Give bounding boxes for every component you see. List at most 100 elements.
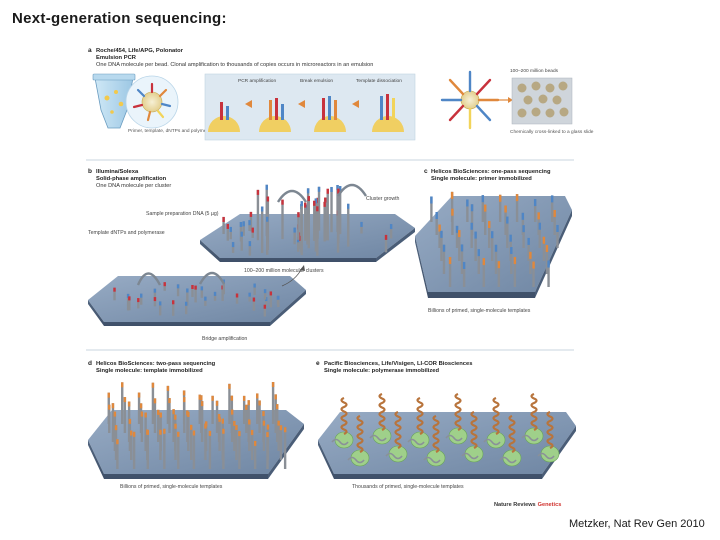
template-strand-tip (172, 409, 175, 415)
panel-d-letter: d (88, 360, 92, 367)
dna-strand (461, 452, 479, 460)
cluster-strand (299, 235, 302, 250)
cluster-strand (323, 201, 326, 242)
template-strand-tip (279, 425, 283, 431)
template-strand (153, 398, 157, 433)
template-strand-tip (233, 420, 236, 426)
template-strand (208, 430, 212, 469)
bridge-strand (153, 297, 157, 307)
crosslinked-label: Chemically cross-linked to a glass slide (510, 129, 594, 135)
cluster-strand-tip (229, 226, 232, 232)
cluster-strand (307, 196, 310, 249)
template-strand-tip (139, 403, 143, 409)
bridge-strand (176, 284, 180, 297)
template-strand (132, 431, 136, 469)
primer-strand (466, 199, 469, 222)
cluster-strand-tip (314, 198, 318, 204)
template-strand-tip (221, 418, 224, 424)
primer-strand-tip (538, 222, 541, 230)
template-strand-tip (238, 431, 241, 437)
cluster-strand-tip (313, 200, 316, 206)
template-strand (177, 431, 180, 469)
template-coil (508, 414, 516, 453)
primer-strand (504, 205, 507, 235)
template-strand-tip (262, 411, 265, 417)
template-strand-tip (258, 400, 261, 406)
cluster-strand-tip (317, 186, 321, 192)
template-strand-tip (262, 420, 266, 426)
template-strand-tip (123, 397, 127, 403)
primer-strand-tip (510, 247, 513, 255)
cluster-strand (326, 188, 329, 241)
cluster-strand (304, 202, 307, 241)
template-strand-tip (183, 397, 186, 403)
cluster-strand-tip (226, 223, 229, 229)
template-strand-tip (247, 400, 250, 406)
template-strand (245, 404, 248, 433)
dna-strand (347, 456, 365, 464)
panel-a-title-2: Emulsion PCR (96, 55, 137, 61)
primer-strand-tip (553, 210, 556, 218)
bridge-strand-tip (191, 284, 194, 289)
panel-c: c Helicos BioSciences: one-pass sequenci… (415, 168, 572, 314)
cluster-strand (360, 221, 363, 234)
bridge-label: Bridge amplification (202, 336, 247, 342)
primer-strand-tip (482, 258, 486, 266)
template-strand-tip (140, 411, 144, 417)
primer-strand (497, 261, 501, 287)
bridge-strand-tip (113, 287, 116, 292)
primer-strand-tip (448, 257, 452, 265)
cluster-strand-tip (266, 196, 270, 202)
primer-strand-tip (451, 208, 454, 216)
panel-c-title-2: Single molecule: primer immobilized (431, 176, 532, 182)
primer-strand (430, 196, 433, 222)
template-strand-tip (174, 423, 177, 429)
primed-templates-d (107, 382, 287, 469)
template-strand-tip (235, 424, 238, 430)
bridge-strand-tip (176, 284, 180, 289)
template-strand-tip (277, 420, 280, 426)
citation: Metzker, Nat Rev Gen 2010 (569, 518, 705, 530)
template-strand-tip (111, 403, 115, 409)
primer-strand-tip (484, 204, 487, 212)
bridge-strand (113, 287, 116, 301)
template-dntp-label: Template dNTPs and polymerase (88, 230, 165, 236)
primer-strand (435, 212, 438, 235)
cluster-strand-tip (249, 211, 253, 217)
template-strand-tip (211, 395, 214, 401)
emulsion-step-diagrams (208, 94, 404, 132)
template-strand-tip (250, 429, 254, 435)
cluster-strand (347, 203, 350, 247)
cluster-strand-tip (330, 186, 333, 192)
template-strand-tip (166, 385, 170, 391)
primer-strand (522, 225, 525, 248)
cluster-strand-tip (384, 234, 388, 240)
primer-strand (470, 222, 473, 248)
template-strand-tip (192, 430, 196, 436)
break-label: Break emulsion (300, 78, 333, 84)
primer-strand (527, 237, 530, 261)
cluster-strand-tip (306, 188, 310, 194)
primer-strand (513, 257, 517, 287)
template-strand (116, 439, 119, 469)
primer-strand-tip (466, 199, 469, 207)
template-strand-tip (253, 440, 257, 446)
template-strand-tip (114, 425, 118, 431)
dna-strand (369, 434, 387, 442)
template-strand-tip (208, 430, 212, 436)
template-strand (276, 404, 279, 442)
primer-strand (494, 244, 498, 274)
primer-strand-tip (460, 244, 464, 252)
template-strand (121, 382, 124, 424)
template-strand-tip (283, 427, 287, 433)
primer-strand (533, 199, 537, 222)
primer-strand-tip (494, 244, 498, 252)
primer-strand (484, 204, 487, 235)
bridge-strand-tip (163, 282, 166, 287)
cluster-strand-tip (260, 206, 264, 212)
cluster-strand-tip (248, 220, 251, 226)
bridge-strand-tip (158, 301, 162, 306)
panel-d-caption: Billions of primed, single-molecule temp… (120, 484, 223, 490)
primer-strand-tip (497, 261, 501, 269)
cluster-strand-tip (307, 196, 310, 202)
